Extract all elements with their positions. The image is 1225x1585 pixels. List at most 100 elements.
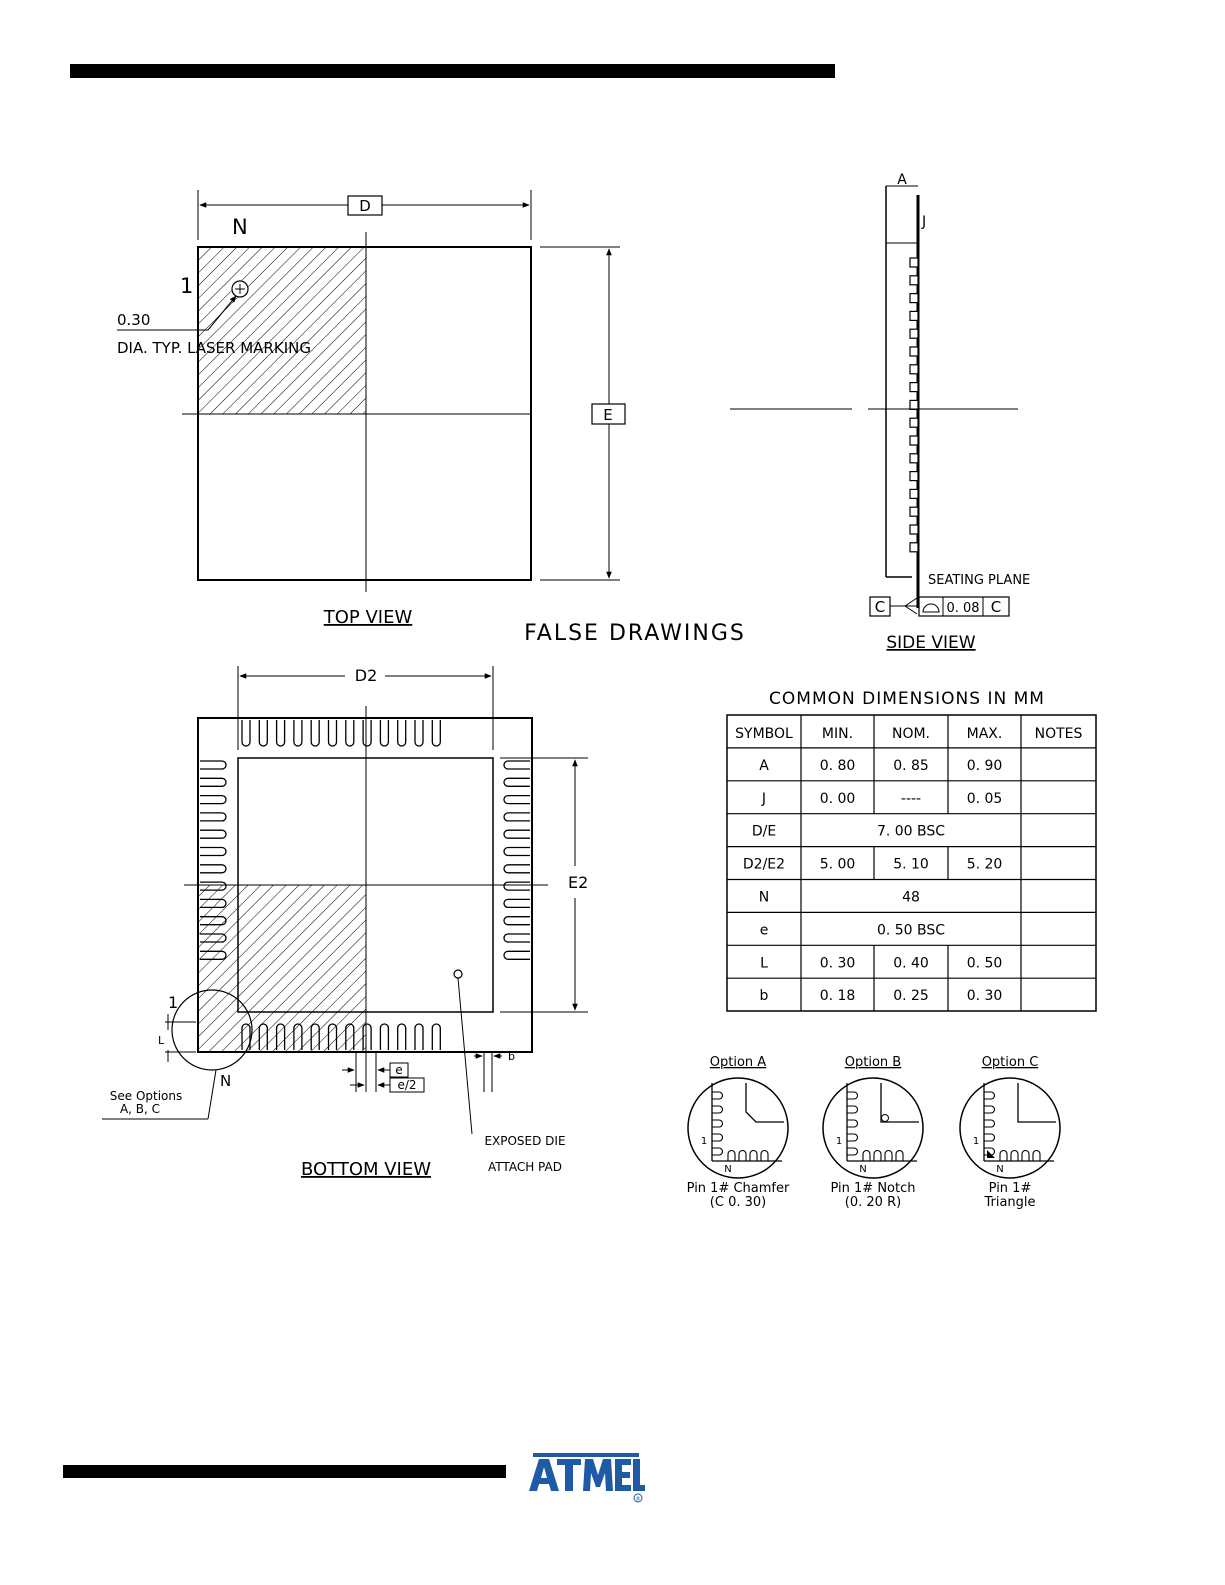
bottom-lead-right — [503, 794, 530, 805]
bottom-pin-1-label: 1 — [168, 993, 178, 1012]
bottom-lead-right — [503, 950, 530, 960]
bottom-lead-left — [200, 916, 227, 926]
bottom-lead-top — [310, 720, 320, 747]
bottom-lead-left — [200, 812, 227, 822]
top-pin-1-label: 1 — [180, 274, 193, 298]
marking-note-label: DIA. TYP. LASER MARKING — [117, 339, 311, 357]
side-lead — [909, 399, 919, 410]
side-lead — [909, 471, 919, 482]
dim-d-label: D — [359, 197, 371, 215]
top-pin-n-label: N — [232, 215, 248, 239]
table-span-cell: 7. 00 BSC — [877, 824, 945, 840]
footer-rule — [63, 1465, 506, 1478]
exposed-pad-marker — [453, 969, 463, 979]
dim-e2-label: E2 — [568, 873, 588, 892]
bottom-lead-top — [275, 720, 286, 747]
option-title: Option C — [982, 1055, 1039, 1070]
bottom-lead-bottom — [345, 1023, 355, 1050]
dim-half-pitch-label: e/2 — [397, 1078, 416, 1092]
bottom-lead-bottom — [379, 1023, 390, 1050]
option-pin-n-label: N — [724, 1164, 731, 1175]
option-caption-line-1: Pin 1# Notch — [831, 1181, 916, 1196]
table-span-cell: 48 — [902, 890, 920, 906]
side-lead — [909, 506, 919, 517]
header-rule — [70, 64, 835, 78]
table-header-cell: SYMBOL — [735, 726, 793, 742]
seating-plane-label: SEATING PLANE — [928, 573, 1030, 588]
bottom-lead-bottom — [397, 1023, 407, 1050]
top-view-hatched-quadrant — [198, 247, 366, 414]
dim-j-label: J — [921, 214, 926, 230]
bottom-lead-bottom — [293, 1023, 303, 1050]
side-lead — [909, 488, 919, 499]
table-header-cell: NOTES — [1035, 726, 1083, 742]
dim-pitch-label: e — [395, 1063, 402, 1077]
registered-mark: ® — [635, 1496, 641, 1503]
exposed-pad-label-1: EXPOSED DIE — [484, 1134, 565, 1148]
option-pin-1-label: 1 — [701, 1136, 707, 1147]
bottom-lead-right — [503, 898, 530, 909]
table-symbol-cell: N — [759, 890, 769, 906]
options-note-line-1: See Options — [110, 1089, 183, 1103]
bottom-lead-left — [200, 777, 227, 787]
option-caption-line-1: Pin 1# — [989, 1181, 1032, 1196]
option-title: Option A — [710, 1055, 767, 1070]
option-pin-n-label: N — [859, 1164, 866, 1175]
side-view: A J SEATING PLANE C 0. 08 C SIDE VIEW — [730, 172, 1030, 653]
table-max-cell: 0. 90 — [967, 758, 1003, 774]
bottom-lead-top — [345, 720, 355, 747]
dim-a-label: A — [897, 172, 907, 188]
bottom-lead-top — [241, 720, 251, 747]
table-nom-cell: 5. 10 — [893, 857, 929, 873]
bottom-lead-right — [503, 864, 530, 874]
table-header-cell: NOM. — [892, 726, 930, 742]
side-lead — [909, 293, 919, 304]
table-header-cell: MAX. — [967, 726, 1003, 742]
side-lead — [909, 382, 919, 393]
bottom-view-title: BOTTOM VIEW — [301, 1159, 431, 1180]
bottom-lead-top — [258, 720, 268, 747]
option-pin-n-label: N — [996, 1164, 1003, 1175]
bottom-lead-bottom — [275, 1023, 286, 1050]
bottom-lead-top — [362, 720, 372, 747]
bottom-lead-top — [379, 720, 390, 747]
table-nom-cell: 0. 25 — [893, 988, 929, 1004]
bottom-hatched-area-left — [198, 885, 238, 1052]
false-drawings-note: FALSE DRAWINGS — [524, 621, 746, 646]
bottom-lead-left — [200, 898, 227, 909]
table-max-cell: 5. 20 — [967, 857, 1003, 873]
table-min-cell: 0. 30 — [820, 955, 856, 971]
side-lead — [909, 310, 919, 321]
option-title: Option B — [845, 1055, 901, 1070]
top-view-title: TOP VIEW — [323, 607, 413, 628]
bottom-lead-bottom — [310, 1023, 320, 1050]
flatness-datum-label: C — [991, 598, 1001, 616]
table-symbol-cell: A — [759, 758, 769, 774]
side-lead — [909, 542, 919, 553]
table-symbol-cell: b — [760, 988, 769, 1004]
bottom-lead-bottom — [258, 1023, 268, 1050]
dim-d2-label: D2 — [355, 666, 378, 685]
side-lead — [909, 364, 919, 375]
table-nom-cell: 0. 40 — [893, 955, 929, 971]
side-lead — [909, 328, 919, 339]
table-symbol-cell: e — [760, 922, 769, 938]
bottom-view: D2 E2 1 N L See Options A, B, C e e/2 — [102, 666, 588, 1180]
table-max-cell: 0. 50 — [967, 955, 1003, 971]
bottom-lead-left — [200, 881, 227, 891]
bottom-lead-bottom — [414, 1023, 424, 1050]
dim-e-label: E — [603, 406, 612, 424]
flatness-value-label: 0. 08 — [946, 601, 979, 616]
table-symbol-cell: D/E — [752, 824, 776, 840]
side-lead — [909, 257, 919, 268]
pin1-triangle-icon — [987, 1150, 995, 1158]
bottom-lead-right — [503, 846, 530, 857]
bottom-lead-left — [200, 760, 227, 770]
bottom-lead-left — [200, 864, 227, 874]
bottom-lead-bottom — [431, 1023, 441, 1050]
bottom-lead-right — [503, 812, 530, 822]
bottom-lead-left — [200, 846, 227, 857]
bottom-lead-bottom — [362, 1023, 372, 1050]
